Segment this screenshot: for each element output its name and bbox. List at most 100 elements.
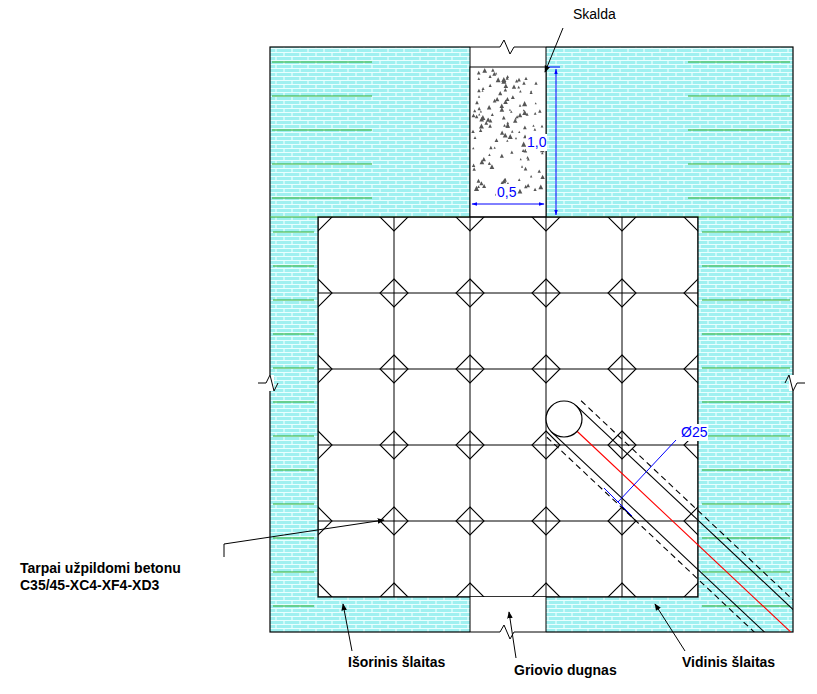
gravel-dot xyxy=(493,99,497,103)
gravel-dot xyxy=(506,139,508,141)
gravel-dot xyxy=(535,102,537,104)
joint-diamond xyxy=(456,355,484,383)
gravel-dot xyxy=(503,133,508,138)
soil-line xyxy=(273,537,314,538)
joint-diamond xyxy=(608,279,636,307)
gravel-dot xyxy=(500,107,505,112)
soil-line xyxy=(702,401,790,402)
soil-line xyxy=(702,265,790,266)
joint-diamond xyxy=(456,431,484,459)
gravel-dot xyxy=(502,116,506,120)
leader-line xyxy=(545,28,563,72)
gravel-dot xyxy=(491,68,494,71)
gravel-dot xyxy=(541,125,544,128)
grid-line xyxy=(318,217,698,218)
dimension-tick xyxy=(604,488,632,516)
joint-diamond xyxy=(684,355,698,383)
gravel-dot xyxy=(504,88,508,92)
soil-line xyxy=(702,435,790,436)
gravel-dot xyxy=(518,178,521,181)
dimension-line xyxy=(556,69,557,215)
gravel-dot xyxy=(504,83,509,88)
leader-line xyxy=(224,520,384,557)
gravel-dot xyxy=(477,89,481,93)
soil-line xyxy=(702,333,790,334)
bottom-gap xyxy=(470,597,546,639)
pipe-line xyxy=(581,401,793,632)
joint-diamond xyxy=(456,583,484,597)
soil-line xyxy=(272,61,372,62)
gravel-dot xyxy=(512,84,516,88)
gravel-dot xyxy=(472,167,475,170)
soil-line xyxy=(688,95,790,96)
gravel-dot xyxy=(538,184,543,189)
soil-line xyxy=(273,435,314,436)
gravel-dot xyxy=(534,112,537,115)
joint-diamond xyxy=(318,507,332,535)
soil-line xyxy=(702,537,790,538)
leader-line xyxy=(343,604,352,651)
gravel-dot xyxy=(489,146,492,149)
gravel-dot xyxy=(518,113,522,117)
leader-line xyxy=(509,612,516,658)
grid-line xyxy=(546,217,547,597)
gravel-dot xyxy=(491,113,494,116)
break-gap xyxy=(266,375,274,391)
gravel-dot xyxy=(510,110,512,112)
soil-line xyxy=(273,367,314,368)
gravel-dot xyxy=(517,78,521,82)
gravel-dot xyxy=(480,115,485,120)
gravel-dot xyxy=(505,97,509,101)
gravel-dot xyxy=(488,124,492,128)
soil-line xyxy=(272,95,372,96)
soil-line xyxy=(273,503,314,504)
gravel-dot xyxy=(522,101,527,106)
gravel-dot xyxy=(495,97,499,101)
gravel-dot xyxy=(495,72,497,74)
pipe-circle xyxy=(546,401,582,437)
gravel-dot xyxy=(500,154,504,158)
soil-line xyxy=(273,231,314,232)
gravel-dot xyxy=(488,162,490,164)
gravel-dot xyxy=(532,124,534,126)
soil-line xyxy=(272,197,372,198)
block-square xyxy=(318,217,698,597)
joint-diamond xyxy=(380,355,408,383)
gravel-dot xyxy=(526,183,530,187)
gravel-dot xyxy=(509,109,511,111)
gravel-dot xyxy=(478,113,480,115)
grid-line xyxy=(698,217,699,597)
gravel-dot xyxy=(519,104,522,107)
slope-label: Vidinis šlaitas xyxy=(682,654,775,671)
gravel-dot xyxy=(522,149,525,152)
joint-diamond xyxy=(318,279,332,307)
soil-line xyxy=(272,163,372,164)
joint-diamond xyxy=(608,217,636,231)
gravel-dot xyxy=(533,188,536,191)
gravel-dot xyxy=(524,185,527,188)
gravel-dot xyxy=(510,151,513,154)
gravel-dot xyxy=(515,79,518,82)
gravel-dot xyxy=(523,126,527,130)
joint-diamond xyxy=(684,217,698,231)
gravel-dot xyxy=(501,77,506,82)
joint-diamond xyxy=(608,431,636,459)
soil-line xyxy=(688,61,790,62)
gravel-dot xyxy=(473,109,476,112)
gravel-dot xyxy=(480,110,482,112)
grid-line xyxy=(318,369,698,370)
grid-line xyxy=(318,597,698,598)
gravel-dot xyxy=(538,109,541,112)
soil-hatch xyxy=(270,47,793,632)
joint-diamond xyxy=(380,583,408,597)
gravel-dot xyxy=(524,77,527,80)
gravel-dot xyxy=(506,77,509,80)
soil-line xyxy=(273,571,314,572)
gravel-dot xyxy=(522,110,527,115)
gravel-dot xyxy=(496,77,501,82)
joint-diamond xyxy=(532,507,560,535)
break-symbol xyxy=(470,625,546,639)
gap-edge xyxy=(546,597,547,632)
joint-diamond xyxy=(684,507,698,535)
